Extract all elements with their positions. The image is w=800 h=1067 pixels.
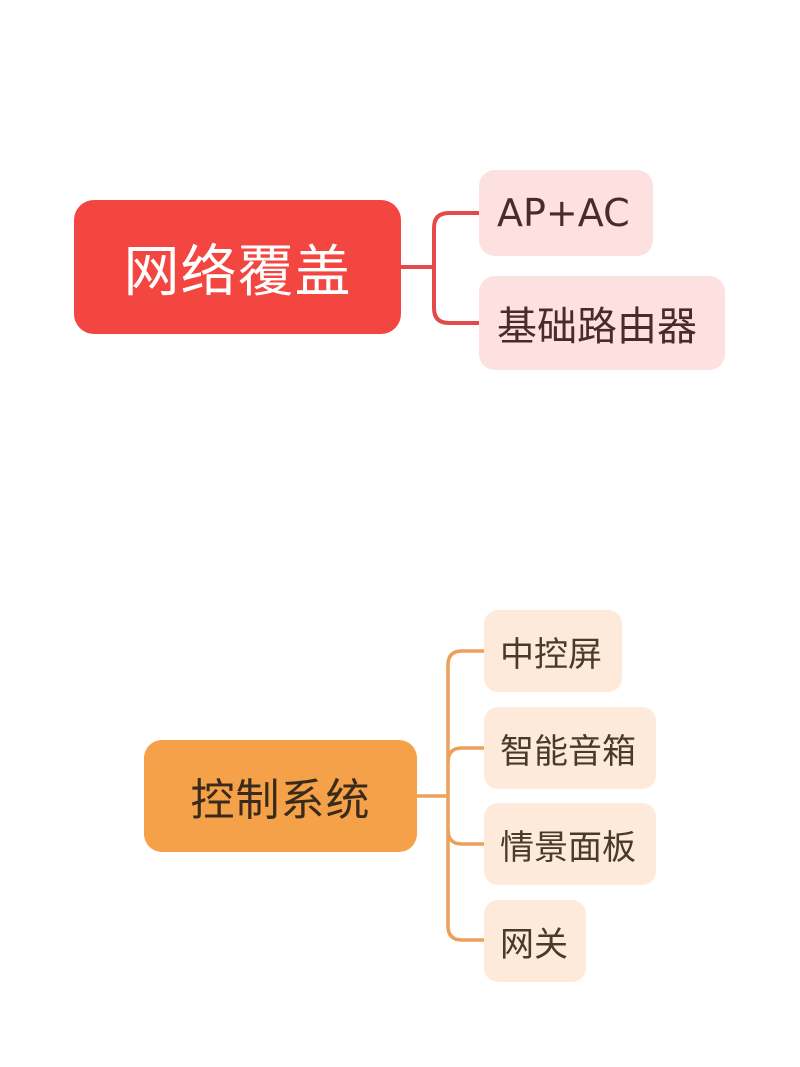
mindmap-root-control-system[interactable]: 控制系统 (144, 740, 417, 852)
mindmap-node-smart-speaker[interactable]: 智能音箱 (484, 707, 656, 789)
root-label: 控制系统 (190, 775, 371, 826)
node-label: 网关 (500, 924, 568, 965)
control-branch-to-child-3 (446, 924, 488, 942)
mindmap-root-network-coverage[interactable]: 网络覆盖 (74, 200, 401, 334)
control-branch-to-child-0 (446, 649, 488, 667)
node-label: AP+AC (497, 191, 630, 235)
mindmap-node-gateway[interactable]: 网关 (484, 900, 586, 982)
network-branch-lines (399, 211, 483, 325)
node-label: 智能音箱 (500, 731, 636, 772)
mindmap-node-ap-ac[interactable]: AP+AC (479, 170, 653, 256)
control-branch-to-child-1 (446, 746, 488, 764)
control-branch-to-child-2 (446, 828, 488, 846)
node-label: 基础路由器 (497, 304, 697, 350)
network-branch-to-child-0 (432, 211, 483, 269)
mindmap-node-basic-router[interactable]: 基础路由器 (479, 276, 725, 370)
node-label: 中控屏 (500, 634, 602, 675)
mindmap-node-control-screen[interactable]: 中控屏 (484, 610, 622, 692)
mindmap-node-scene-panel[interactable]: 情景面板 (484, 803, 656, 885)
control-branch-lines (415, 649, 488, 942)
node-label: 情景面板 (500, 827, 636, 868)
root-label: 网络覆盖 (123, 239, 352, 305)
network-branch-to-child-1 (432, 265, 483, 325)
